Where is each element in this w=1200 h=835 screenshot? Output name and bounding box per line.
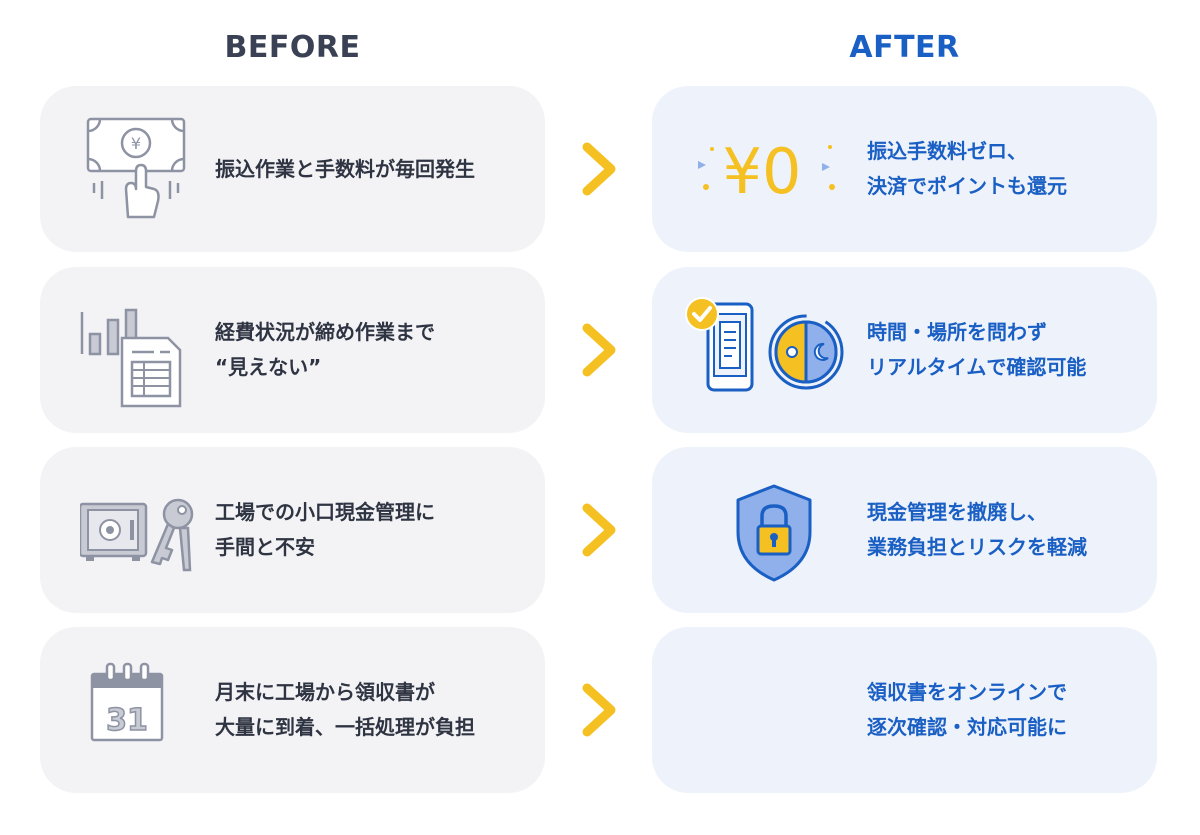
before-line2: “見えない” xyxy=(215,355,322,379)
after-text: 振込手数料ゼロ、 決済でポイントも還元 xyxy=(867,86,1142,252)
before-card-receipts: 31 月末に工場から領収書が 大量に到着、一括処理が負担 xyxy=(40,627,545,793)
yen-zero-icon: ¥0 xyxy=(698,135,835,208)
after-line1: 領収書をオンラインで xyxy=(867,680,1067,704)
before-card-cash: 工場での小口現金管理に 手間と不安 xyxy=(40,447,545,613)
yen-zero-text: ¥0 xyxy=(723,135,802,208)
chevron-right-icon xyxy=(582,503,616,557)
after-card-fees: ¥0 振込手数料ゼロ、 決済でポイントも還元 xyxy=(652,86,1157,252)
after-card-receipts: 領収書をオンラインで 逐次確認・対応可能に xyxy=(652,627,1157,793)
before-line1: 経費状況が締め作業まで xyxy=(215,320,435,344)
before-text: 工場での小口現金管理に 手間と不安 xyxy=(215,447,535,613)
chevron-right-icon xyxy=(582,323,616,377)
after-text: 現金管理を撤廃し、 業務負担とリスクを軽減 xyxy=(867,447,1142,613)
phone-day-night-icon xyxy=(685,297,844,392)
after-heading: AFTER xyxy=(849,30,960,65)
after-line2: 業務負担とリスクを軽減 xyxy=(867,535,1087,559)
calendar-day-text: 31 xyxy=(106,703,148,738)
before-card-visibility: 経費状況が締め作業まで “見えない” xyxy=(40,267,545,433)
shield-lock-icon xyxy=(736,484,812,582)
before-text: 振込作業と手数料が毎回発生 xyxy=(215,86,535,252)
after-text: 領収書をオンラインで 逐次確認・対応可能に xyxy=(867,627,1142,793)
bar-chart-document-icon xyxy=(80,308,182,408)
calendar-icon: 31 xyxy=(90,662,164,742)
after-card-visibility: 時間・場所を問わず リアルタイムで確認可能 xyxy=(652,267,1157,433)
after-text: 時間・場所を問わず リアルタイムで確認可能 xyxy=(867,267,1142,433)
chevron-right-icon xyxy=(582,142,616,196)
before-heading: BEFORE xyxy=(224,30,361,65)
safe-key-icon xyxy=(80,498,194,572)
after-line1: 現金管理を撤廃し、 xyxy=(867,500,1047,524)
before-line2: 手間と不安 xyxy=(215,535,315,559)
after-line2: リアルタイムで確認可能 xyxy=(867,355,1087,379)
before-text: 月末に工場から領収書が 大量に到着、一括処理が負担 xyxy=(215,627,535,793)
after-card-cash: 現金管理を撤廃し、 業務負担とリスクを軽減 xyxy=(652,447,1157,613)
after-line2: 決済でポイントも還元 xyxy=(867,174,1067,198)
before-card-fees: ¥ 振込作業と手数料が毎回発生 xyxy=(40,86,545,252)
before-line2: 大量に到着、一括処理が負担 xyxy=(215,715,475,739)
after-line2: 逐次確認・対応可能に xyxy=(867,715,1067,739)
before-line1: 工場での小口現金管理に xyxy=(215,500,435,524)
before-line1: 振込作業と手数料が毎回発生 xyxy=(215,156,475,181)
chevron-right-icon xyxy=(582,683,616,737)
yen-bill-hand-icon: ¥ xyxy=(86,117,186,219)
before-text: 経費状況が締め作業まで “見えない” xyxy=(215,267,535,433)
after-line1: 振込手数料ゼロ、 xyxy=(867,139,1027,163)
before-line1: 月末に工場から領収書が xyxy=(215,680,435,704)
svg-text:¥: ¥ xyxy=(131,134,141,153)
after-line1: 時間・場所を問わず xyxy=(867,320,1047,344)
